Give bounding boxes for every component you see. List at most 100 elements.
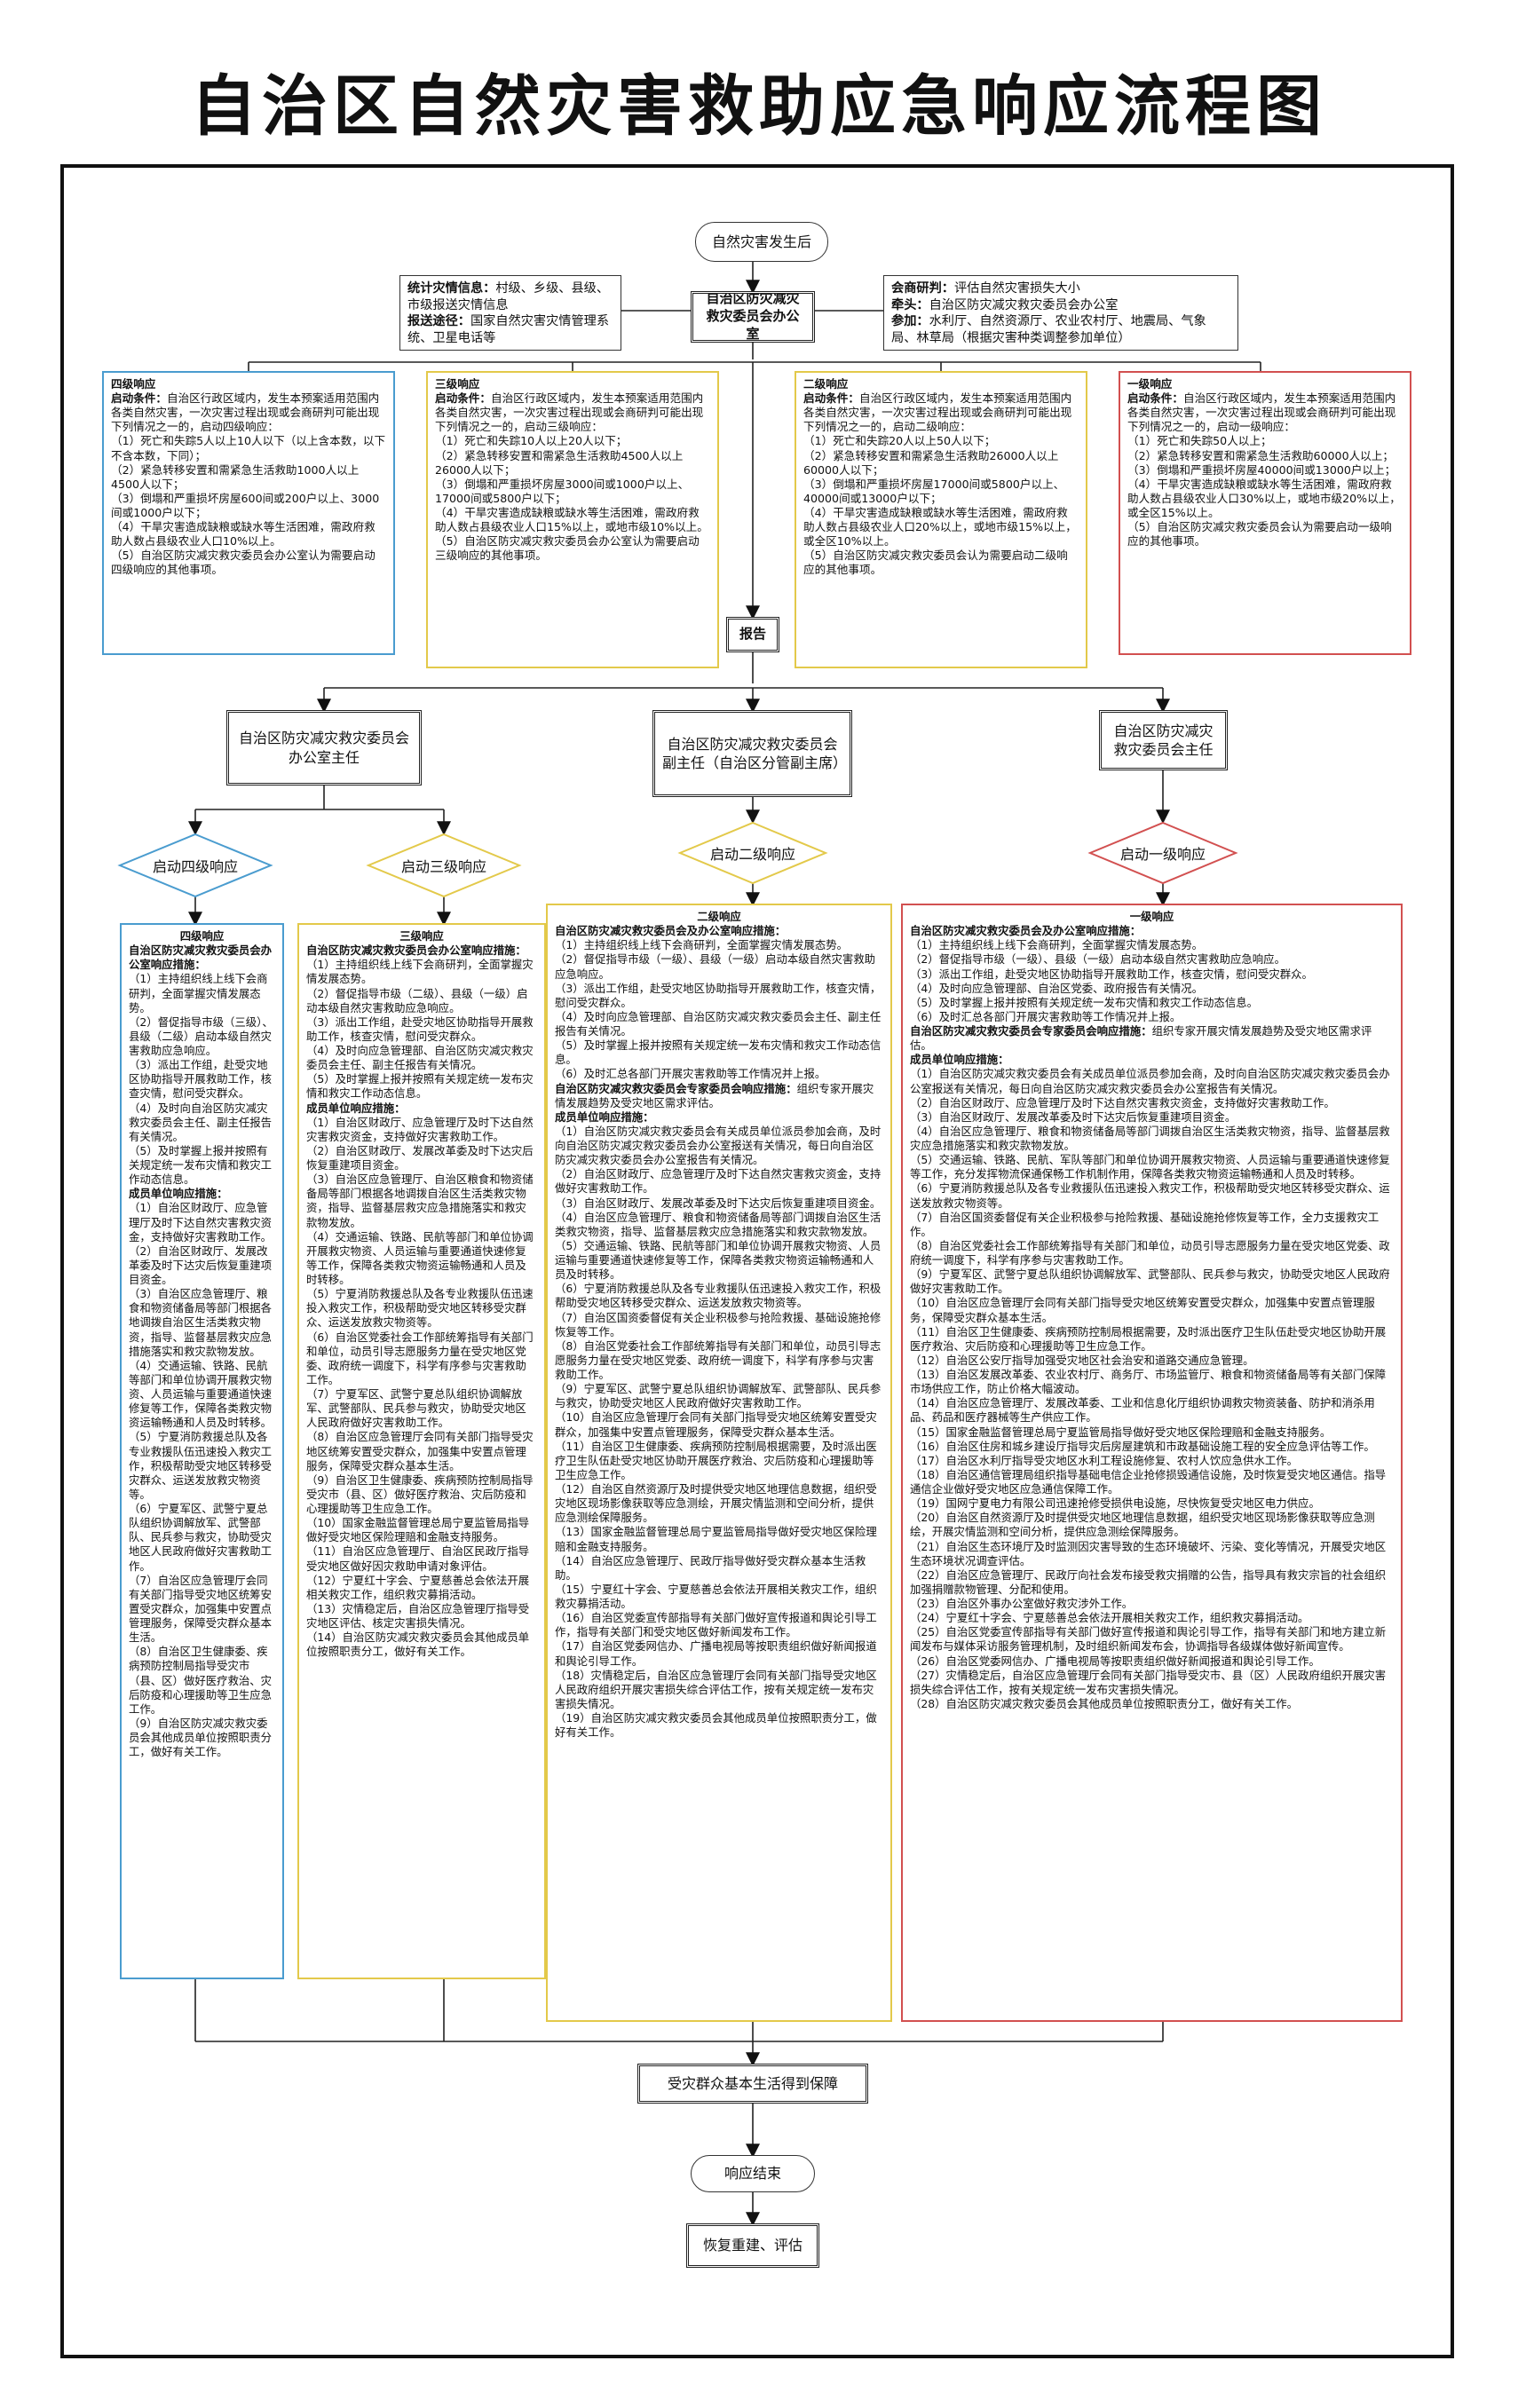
m4-b-item: （1）自治区财政厅、应急管理厅及时下达自然灾害救灾资金，支持做好灾害救助工作。 <box>129 1201 273 1243</box>
start-level3-label: 启动三级响应 <box>400 858 486 875</box>
level3-cond-label: 启动条件： <box>435 391 491 406</box>
m2-b-item: （2）自治区财政厅、应急管理厅及时下达自然灾害救灾资金，支持做好灾害救助工作。 <box>555 1167 882 1196</box>
level2-cond-label: 启动条件： <box>803 391 859 406</box>
m1-b-item: （28）自治区防灾减灾救灾委员会其他成员单位按照职责分工，做好有关工作。 <box>910 1696 1299 1710</box>
level3-item: （2）紧急转移安置和需紧急生活救助4500人以上26000人以下； <box>435 448 684 477</box>
m2-b-item: （4）自治区应急管理厅、粮食和物资储备局等部门调拨自治区生活类救灾物资，指导、监… <box>555 1210 882 1238</box>
m1-b-item: （1）自治区防灾减灾救灾委员会有关成员单位派员参加会商，及时向自治区防灾减灾救灾… <box>910 1067 1390 1095</box>
m2-expert-text: 组织专家开展灾情发展趋势及受灾地区需求评估。 <box>555 1081 874 1109</box>
level4-title: 四级响应 <box>111 377 156 391</box>
start-level2-label: 启动二级响应 <box>709 846 795 863</box>
m3-b-item: （4）交通运输、铁路、民航等部门和单位协调开展救灾物资、人员运输与重要通道快速修… <box>306 1229 534 1286</box>
m2-b-item: （7）自治区国资委督促有关企业积极参与抢险救援、基础设施抢修恢复等工作。 <box>555 1310 882 1338</box>
level3-item: （3）倒塌和严重损坏房屋3000间或1000户以上、17000间或5800户以下… <box>435 477 690 505</box>
m4-b-item: （8）自治区卫生健康委、疾病预防控制局指导受灾市（县、区）做好医疗救治、灾后防疫… <box>129 1645 273 1716</box>
m2-b-item: （12）自治区自然资源厅及时提供受灾地区地理信息数据，组织受灾地区现场影像获取等… <box>555 1482 877 1525</box>
m4-b-item: （3）自治区应急管理厅、粮食和物资储备局等部门根据各地调拨自治区生活类救灾物资，… <box>129 1287 273 1358</box>
level1-cond: 自治区行政区域内，发生本预案适用范围内各类自然灾害，一次灾害过程出现或会商研判可… <box>1127 391 1396 434</box>
m3-b-item: （5）宁夏消防救援总队及各专业救援队伍迅速投入救灾工作，积极帮助受灾地区转移受灾… <box>306 1287 534 1330</box>
m2-b-item: （3）自治区财政厅、发展改革委及时下达灾后恢复重建项目资金。 <box>555 1196 882 1210</box>
statistics-info-box: 统计灾情信息：村级、乡级、县级、市级报送灾情信息 报送途径：国家自然灾害灾情管理… <box>399 275 621 351</box>
level3-item: （4）干旱灾害造成缺粮或缺水等生活困难，需政府救助人数占县级农业人口15%以上，… <box>435 505 708 534</box>
office-node: 自治区防灾减灾救灾委员会办公室 <box>691 291 815 343</box>
lead-text: 自治区防灾减灾救灾委员会办公室 <box>929 297 1119 312</box>
m1-b-item: （15）国家金融监督管理总局宁夏监管局指导做好受灾地区保险理赔和金融支持服务。 <box>910 1425 1332 1439</box>
diagram-frame <box>60 164 1454 2358</box>
m3-a-item: （5）及时掌握上报并按照有关规定统一发布灾情和救灾工作动态信息。 <box>306 1072 534 1101</box>
level1-conditions-box: 一级响应 启动条件：自治区行政区域内，发生本预案适用范围内各类自然灾害，一次灾害… <box>1119 371 1411 655</box>
m2-a-item: （3）派出工作组，赴受灾地区协助指导开展救助工作，核查灾情，慰问受灾群众。 <box>555 981 882 1009</box>
participants-label: 参加： <box>891 314 929 329</box>
level2-item: （1）死亡和失踪20人以上50人以下； <box>803 434 996 448</box>
m4-a-item: （3）派出工作组，赴受灾地区协助指导开展救助工作，核查灾情，慰问受灾群众。 <box>129 1058 273 1101</box>
m4-a-item: （5）及时掌握上报并按照有关规定统一发布灾情和救灾工作动态信息。 <box>129 1143 273 1187</box>
m3-title: 三级响应 <box>399 929 444 943</box>
m1-b-item: （25）自治区党委宣传部指导有关部门做好宣传报道和舆论引导工作，指导有关部门和地… <box>910 1625 1387 1654</box>
m1-b-item: （27）灾情稳定后，自治区应急管理厅会同有关部门指导受灾市、县（区）人民政府组织… <box>910 1668 1387 1696</box>
m2-b-item: （14）自治区应急管理厅、民政厅指导做好受灾群众基本生活救助。 <box>555 1553 866 1582</box>
m1-a-item: （1）主持组织线上线下会商研判，全面掌握灾情发展态势。 <box>910 938 1204 952</box>
m2-b-item: （16）自治区党委宣传部指导有关部门做好宣传报道和舆论引导工作，指导有关部门和受… <box>555 1611 877 1639</box>
m4-heading: 成员单位响应措施： <box>129 1187 228 1201</box>
m1-b-item: （9）宁夏军区、武警宁夏总队组织协调解放军、武警部队、民兵参与救灾，协助受灾地区… <box>910 1267 1390 1296</box>
m2-b-item: （1）自治区防灾减灾救灾委员会有关成员单位派员参加会商，及时向自治区防灾减灾救灾… <box>555 1124 882 1167</box>
m4-b-item: （2）自治区财政厅、发展改革委及时下达灾后恢复重建项目资金。 <box>129 1243 273 1286</box>
m3-b-item: （9）自治区卫生健康委、疾病预防控制局指导受灾市（县、区）做好医疗救治、灾后防疫… <box>306 1472 534 1515</box>
m1-a-item: （5）及时掌握上报并按照有关规定统一发布灾情和救灾工作动态信息。 <box>910 995 1258 1009</box>
level2-item: （3）倒塌和严重损坏房屋17000间或5800户以上、40000间或13000户… <box>803 477 1065 505</box>
m2-b-item: （9）宁夏军区、武警宁夏总队组织协调解放军、武警部队、民兵参与救灾，协助受灾地区… <box>555 1382 882 1410</box>
recovery-node: 恢复重建、评估 <box>686 2223 819 2268</box>
m1-b-item: （6）宁夏消防救援总队及各专业救援队伍迅速投入救灾工作，积极帮助受灾地区转移受灾… <box>910 1181 1390 1210</box>
level4-cond-label: 启动条件： <box>111 391 167 406</box>
m3-a-item: （3）派出工作组，赴受灾地区协助指导开展救助工作，核查灾情，慰问受灾群众。 <box>306 1015 534 1043</box>
m1-b-item: （5）交通运输、铁路、民航、军队等部门和单位协调开展救灾物资、人员运输与重要通道… <box>910 1153 1390 1181</box>
m2-a-item: （2）督促指导市级（一级）、县级（一级）启动本级自然灾害救助应急响应。 <box>555 952 876 981</box>
office-director-node: 自治区防灾减灾救灾委员会办公室主任 <box>226 710 422 786</box>
response-end-node: 响应结束 <box>691 2155 815 2192</box>
m1-title: 一级响应 <box>1129 910 1174 923</box>
m1-b-item: （17）自治区水利厅指导受灾地区水利工程设施修复、农村人饮应急供水工作。 <box>910 1453 1299 1467</box>
m2-a-item: （5）及时掌握上报并按照有关规定统一发布灾情和救灾工作动态信息。 <box>555 1038 882 1067</box>
participants-text: 水利厅、自然资源厅、农业农村厅、地震局、气象局、林草局（根据灾害种类调整参加单位… <box>891 314 1206 346</box>
director-node: 自治区防灾减灾救灾委员会主任 <box>1099 710 1228 770</box>
level2-item: （2）紧急转移安置和需紧急生活救助26000人以上60000人以下； <box>803 448 1059 477</box>
m1-expert-text: 组织专家开展灾情发展趋势及受灾地区需求评估。 <box>910 1024 1372 1053</box>
level1-item: （4）干旱灾害造成缺粮或缺水等生活困难，需政府救助人数占县级农业人口30%以上，… <box>1127 477 1401 519</box>
stat-label: 统计灾情信息： <box>407 281 496 296</box>
report-path-label: 报送途径： <box>407 314 470 329</box>
level4-item: （1）死亡和失踪5人以上10人以下（以上含本数，以下不含本数，下同）； <box>111 434 386 462</box>
m2-heading: 成员单位响应措施： <box>555 1109 654 1124</box>
report-node: 报告 <box>726 617 779 652</box>
m2-b-item: （11）自治区卫生健康委、疾病预防控制局根据需要，及时派出医疗卫生队伍赴受灾地区… <box>555 1439 877 1481</box>
m3-heading: 成员单位响应措施： <box>306 1101 406 1115</box>
level3-measures-box: 三级响应 自治区防灾减灾救灾委员会办公室响应措施： （1）主持组织线上线下会商研… <box>297 923 546 1979</box>
level3-title: 三级响应 <box>435 377 480 391</box>
level4-measures-box: 四级响应 自治区防灾减灾救灾委员会办公室响应措施： （1）主持组织线上线下会商研… <box>120 923 284 1979</box>
m3-b-item: （2）自治区财政厅、发展改革委及时下达灾后恢复重建项目资金。 <box>306 1143 534 1172</box>
m3-a-item: （1）主持组织线上线下会商研判，全面掌握灾情发展态势。 <box>306 958 534 986</box>
m2-a-item: （1）主持组织线上线下会商研判，全面掌握灾情发展态势。 <box>555 938 849 952</box>
level3-item: （5）自治区防灾减灾救灾委员会办公室认为需要启动三级响应的其他事项。 <box>435 534 700 563</box>
m3-b-item: （13）灾情稳定后，自治区应急管理厅指导受灾地区评估、核定灾害损失情况。 <box>306 1601 530 1630</box>
m2-b-item: （13）国家金融监督管理总局宁夏监管局指导做好受灾地区保险理赔和金融支持服务。 <box>555 1525 877 1553</box>
guarantee-node: 受灾群众基本生活得到保障 <box>637 2064 868 2104</box>
level1-title: 一级响应 <box>1127 377 1173 391</box>
m1-b-item: （14）自治区应急管理厅、发展改革委、工业和信息化厅组织协调救灾物资装备、防护和… <box>910 1396 1375 1425</box>
consult-label: 会商研判： <box>891 281 954 296</box>
m2-b-item: （17）自治区党委网信办、广播电视局等按职责组织做好新闻报道和舆论引导工作。 <box>555 1639 877 1668</box>
m2-b-item: （18）灾情稳定后，自治区应急管理厅会同有关部门指导受灾地区人民政府组织开展灾害… <box>555 1668 877 1710</box>
level4-item: （3）倒塌和严重损坏房屋600间或200户以上、3000间或1000户以下； <box>111 491 380 519</box>
m4-b-item: （9）自治区防灾减灾救灾委员会其他成员单位按照职责分工，做好有关工作。 <box>129 1716 273 1759</box>
m2-a-item: （4）及时向应急管理部、自治区防灾减灾救灾委员会主任、副主任报告有关情况。 <box>555 1009 882 1038</box>
m3-b-item: （10）国家金融监督管理总局宁夏监管局指导做好受灾地区保险理赔和金融支持服务。 <box>306 1516 530 1544</box>
report-path-text: 国家自然灾害灾情管理系统、卫星电话等 <box>407 314 610 346</box>
m1-b-item: （16）自治区住房和城乡建设厅指导灾后房屋建筑和市政基础设施工程的安全应急评估等… <box>910 1439 1375 1453</box>
m4-a-item: （4）及时向自治区防灾减灾救灾委员会主任、副主任报告有关情况。 <box>129 1101 273 1143</box>
level1-item: （5）自治区防灾减灾救灾委员会认为需要启动一级响应的其他事项。 <box>1127 520 1392 549</box>
m2-heading: 自治区防灾减灾救灾委员会专家委员会响应措施： <box>555 1081 797 1095</box>
vice-director-node: 自治区防灾减灾救灾委员会副主任（自治区分管副主席） <box>652 710 852 797</box>
m2-heading: 自治区防灾减灾救灾委员会及办公室响应措施： <box>555 924 787 938</box>
m2-b-item: （6）宁夏消防救援总队及各专业救援队伍迅速投入救灾工作，积极帮助受灾地区转移受灾… <box>555 1282 882 1310</box>
m2-a-item: （6）及时汇总各部门开展灾害救助等工作情况并上报。 <box>555 1067 826 1081</box>
